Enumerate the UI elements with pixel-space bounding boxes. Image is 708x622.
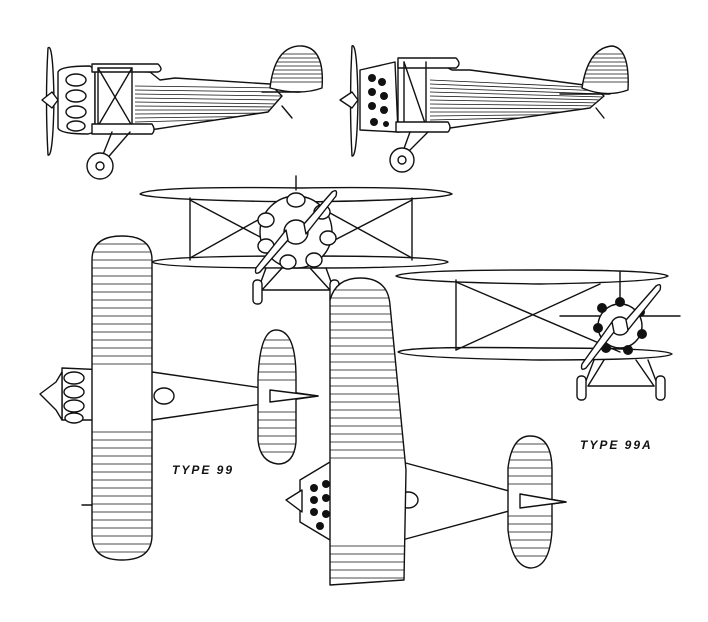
landing-wheel bbox=[86, 152, 114, 180]
plan-wing-99a bbox=[329, 277, 407, 586]
upper-wing-profile-99a bbox=[397, 57, 460, 69]
front-view-type-99a bbox=[395, 269, 681, 401]
plan-engine-cylinders-99a bbox=[310, 480, 330, 530]
engine-cowling bbox=[57, 65, 96, 135]
plan-view-type-99a bbox=[285, 277, 567, 586]
front-propeller-blade bbox=[303, 189, 338, 235]
plan-wing bbox=[91, 235, 153, 561]
caption-type-99a: TYPE 99A bbox=[580, 438, 653, 452]
side-view-type-99a bbox=[339, 45, 629, 173]
propeller-spinner bbox=[41, 91, 59, 109]
front-propeller-99a bbox=[625, 283, 662, 331]
fuselage bbox=[94, 69, 283, 133]
tail-fin bbox=[269, 45, 324, 93]
radial-engine-cylinders bbox=[359, 61, 399, 133]
plan-nose bbox=[39, 371, 63, 421]
side-view-type-99 bbox=[41, 45, 324, 180]
front-view-type-99 bbox=[139, 175, 453, 305]
front-upper-wing-99a bbox=[395, 269, 669, 285]
plan-view-type-99 bbox=[39, 235, 319, 561]
landing-wheel-99a bbox=[389, 147, 415, 173]
caption-type-99: TYPE 99 bbox=[172, 463, 235, 477]
